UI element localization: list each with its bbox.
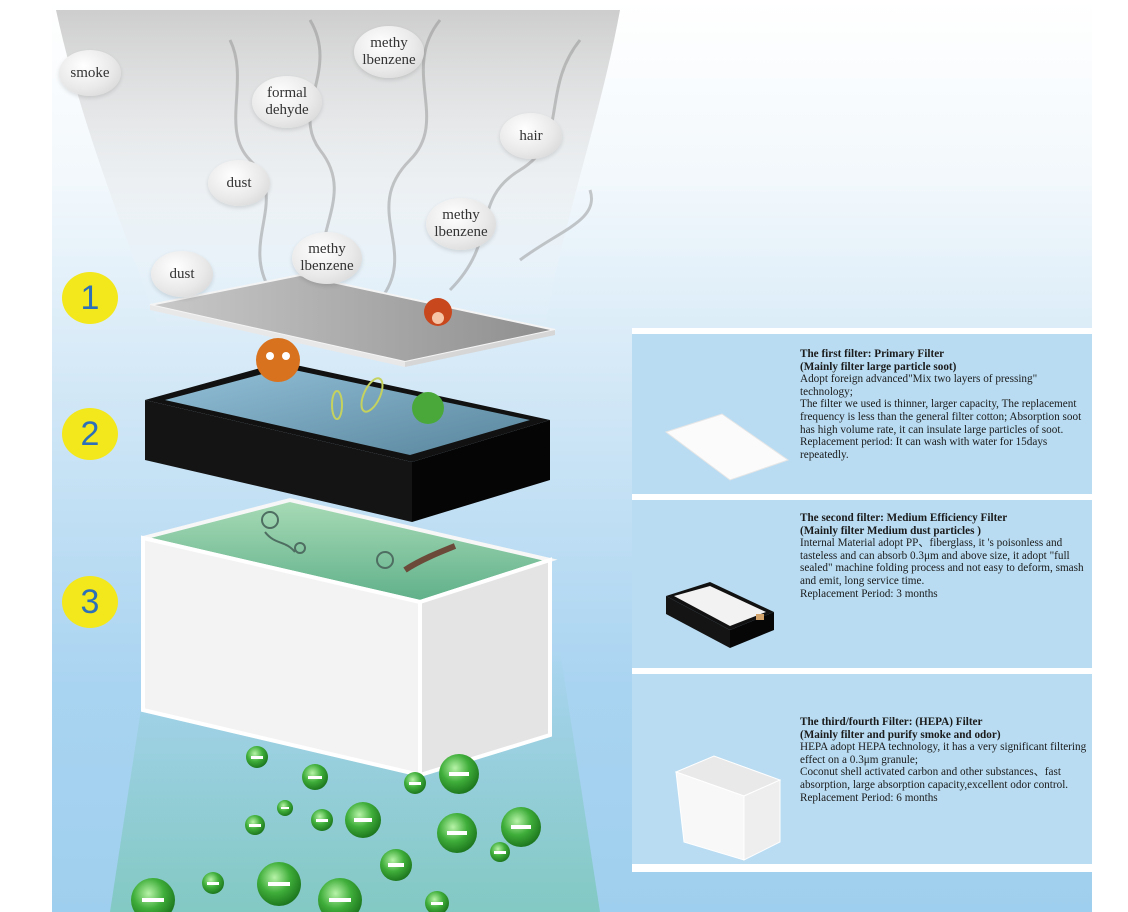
hepa-filter-layer (141, 497, 558, 778)
pollutant-bubble: methy lbenzene (426, 198, 496, 250)
pollutant-bubble: methy lbenzene (292, 232, 362, 284)
filter-description: Replacement period: It can wash with wat… (800, 436, 1048, 461)
filter-card-medium: The second filter: Medium Efficiency Fil… (632, 500, 1092, 668)
pollutant-bubble: hair (500, 113, 562, 159)
bacteria-icon (256, 338, 300, 382)
primary-filter-layer (149, 273, 556, 367)
filter-description: Adopt foreign advanced"Mix two layers of… (800, 373, 1038, 398)
step-badge-3: 3 (62, 576, 118, 628)
filter-description: Replacement Period: 3 months (800, 587, 938, 600)
filter-description: Replacement Period: 6 months (800, 791, 938, 804)
filter-stack-illustration (56, 10, 620, 912)
pollutant-bubble: methy lbenzene (354, 26, 424, 78)
filter-card-primary: The first filter: Primary Filter (Mainly… (632, 334, 1092, 494)
filter-subtitle: (Mainly filter Medium dust particles ) (800, 524, 981, 537)
filter-description: Internal Material adopt PP、fiberglass, i… (800, 537, 1084, 587)
microbes-icon (261, 511, 457, 573)
filter-card-hepa: The third/fourth Filter: (HEPA) Filter (… (632, 674, 1092, 864)
filter-description: Coconut shell activated carbon and other… (800, 766, 1069, 791)
pollutant-bubble: dust (151, 251, 213, 297)
filter-description-panel: The first filter: Primary Filter (Mainly… (632, 328, 1092, 872)
filter-description: HEPA adopt HEPA technology, it has a ver… (800, 741, 1087, 766)
filter-subtitle: (Mainly filter and purify smoke and odor… (800, 728, 1001, 741)
filter-title: The second filter: Medium Efficiency Fil… (800, 512, 1008, 524)
smoke-funnel (56, 10, 620, 330)
step-badge-1: 1 (62, 272, 118, 324)
filter-title: The first filter: Primary Filter (800, 348, 945, 360)
medium-filter-tray-icon (666, 582, 774, 648)
primary-filter-pad-icon (664, 413, 790, 481)
hepa-filter-box-icon (674, 755, 782, 861)
virus-icon (412, 392, 444, 424)
negative-ion-icons (131, 746, 541, 912)
pollutant-bubble: smoke (59, 50, 121, 96)
step-badge-2: 2 (62, 408, 118, 460)
filter-subtitle: (Mainly filter large particle soot) (800, 360, 957, 373)
filter-title: The third/fourth Filter: (HEPA) Filter (800, 716, 983, 728)
medium-filter-layer (145, 338, 550, 522)
filter-description: The filter we used is thinner, larger ca… (800, 398, 1082, 436)
pollutant-bubble: formal dehyde (252, 76, 322, 128)
pollutant-bubble: dust (208, 160, 270, 206)
